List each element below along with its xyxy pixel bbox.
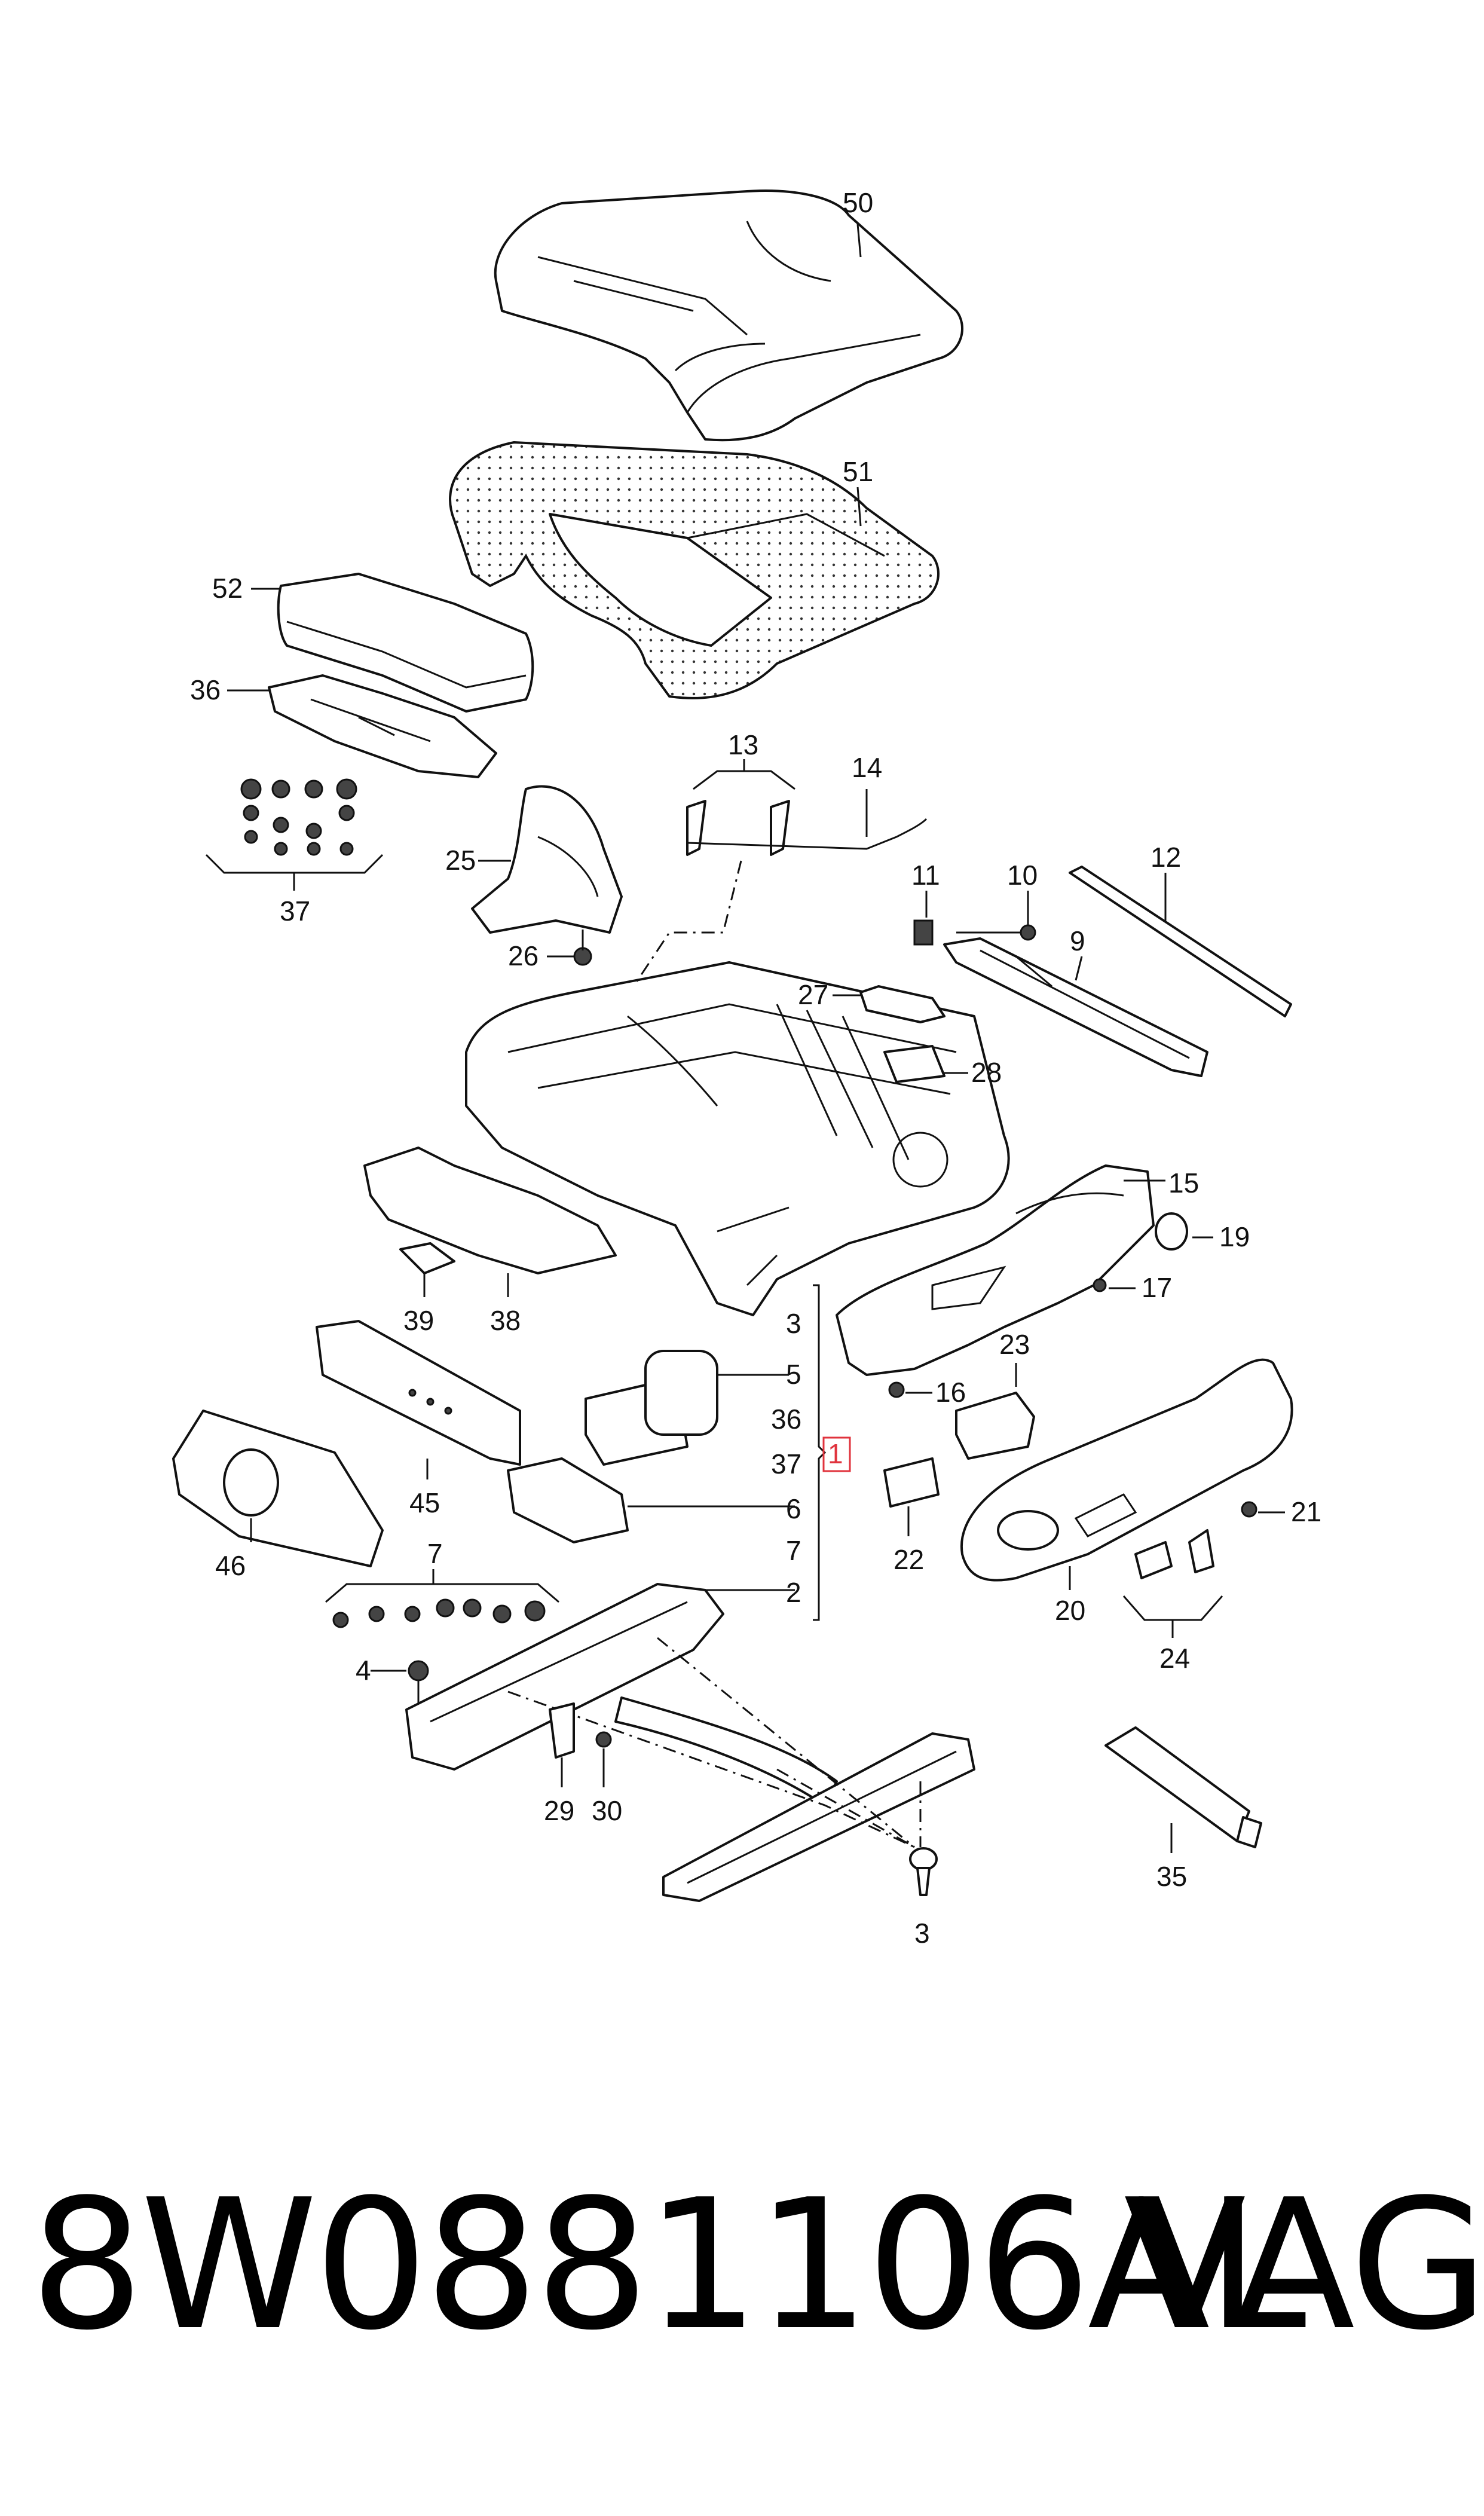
callout-13: 13 <box>728 729 758 760</box>
knobs-part-24 <box>1122 1529 1223 1638</box>
callout-24: 24 <box>1159 1643 1190 1674</box>
callout-25: 25 <box>445 845 476 876</box>
frame-dashed-link <box>632 860 742 987</box>
callout-4: 4 <box>356 1655 371 1686</box>
clip-part-11 <box>913 891 934 946</box>
callout-35: 35 <box>1156 1861 1187 1892</box>
callout-17: 17 <box>1142 1272 1172 1303</box>
clip-part-17 <box>1093 1278 1136 1292</box>
callout-22: 22 <box>894 1544 924 1575</box>
callout-50: 50 <box>843 187 873 218</box>
callout-27: 27 <box>798 979 828 1010</box>
callout-37: 37 <box>280 895 310 927</box>
callout-26: 26 <box>508 940 538 971</box>
callout-46: 46 <box>215 1550 246 1581</box>
screw-set-part-7 <box>325 1569 559 1628</box>
callout-45: 45 <box>409 1487 440 1518</box>
callout-28: 28 <box>971 1057 1002 1088</box>
callout-23: 23 <box>999 1329 1030 1360</box>
callout-36: 36 <box>190 674 221 705</box>
callout-38: 38 <box>490 1305 521 1336</box>
clip-part-39 <box>399 1242 455 1274</box>
motor-part-5 <box>585 1350 789 1466</box>
callout-14: 14 <box>852 752 882 783</box>
bracket-part-27 <box>859 985 946 1023</box>
callout-9: 9 <box>1070 925 1085 956</box>
callout-51: 51 <box>843 456 873 487</box>
callout-30: 30 <box>592 1795 622 1826</box>
callout-3-upper: 3 <box>786 1308 801 1339</box>
switch-housing-part-46 <box>172 1410 384 1567</box>
extension-rail-part-9 <box>943 937 1208 1077</box>
clip-part-3 <box>909 1847 938 1896</box>
rail-part-12 <box>1069 866 1292 1017</box>
brand-label: VAG <box>1124 2161 1484 2370</box>
bracket-part-29 <box>549 1702 575 1787</box>
bracket-part-28 <box>883 1045 946 1083</box>
seat-frame <box>465 961 1010 1316</box>
screw-part-21 <box>1241 1501 1285 1518</box>
callout-6: 6 <box>786 1493 801 1524</box>
side-panel-part-15 <box>836 1164 1155 1376</box>
grease-tube-part-35 <box>1104 1726 1262 1853</box>
callout-21: 21 <box>1291 1496 1321 1527</box>
knob-part-19 <box>1155 1212 1213 1251</box>
screw-part-10 <box>956 891 1036 941</box>
callout-7-right: 7 <box>786 1535 801 1566</box>
thigh-extension-part-52 <box>277 573 534 713</box>
callout-36-lower: 36 <box>771 1404 801 1435</box>
callout-10: 10 <box>1007 860 1038 891</box>
callout-1: 1 <box>828 1438 843 1469</box>
callout-5: 5 <box>786 1359 801 1390</box>
leader-51 <box>856 487 862 527</box>
screw-part-30 <box>595 1731 612 1787</box>
side-cover-part-25 <box>471 785 623 934</box>
callout-39: 39 <box>403 1305 434 1336</box>
highlight-box <box>822 1436 851 1472</box>
seat-cover-part-50 <box>494 189 963 442</box>
callout-2: 2 <box>786 1577 801 1608</box>
footer: 8W0881106AL VAG <box>0 2146 1484 2385</box>
motor-part-6 <box>507 1457 795 1543</box>
callout-15: 15 <box>1168 1167 1199 1199</box>
callout-16: 16 <box>935 1377 966 1408</box>
callout-19: 19 <box>1219 1221 1250 1252</box>
callout-52: 52 <box>212 573 243 604</box>
leader-50 <box>856 224 862 258</box>
assembly-bracket-part-1 <box>813 1284 851 1621</box>
callout-37-lower: 37 <box>771 1448 801 1479</box>
wire-clips-part-13 <box>686 759 795 856</box>
front-trim-part-38 <box>363 1147 617 1274</box>
callout-11: 11 <box>911 860 940 891</box>
connector-part-22 <box>883 1457 940 1536</box>
wire-part-14 <box>687 789 928 850</box>
callout-29: 29 <box>544 1795 574 1826</box>
callout-7-left: 7 <box>427 1538 443 1569</box>
switch-panel-part-20 <box>960 1358 1293 1582</box>
screw-part-16 <box>888 1381 932 1398</box>
screw-part-26 <box>573 930 592 966</box>
part-number: 8W0881106AL <box>30 2161 1306 2370</box>
callout-3-lower: 3 <box>914 1918 930 1949</box>
seat-rails-part-2 <box>405 1583 975 1902</box>
callout-20: 20 <box>1055 1595 1085 1626</box>
bracket-part-45 <box>316 1320 521 1466</box>
extension-bracket-part-36 <box>268 674 497 778</box>
callout-12: 12 <box>1151 842 1181 873</box>
switch-part-23 <box>955 1363 1035 1460</box>
seat-foam-part-51 <box>449 441 940 699</box>
screw-set-part-37 <box>205 778 384 891</box>
